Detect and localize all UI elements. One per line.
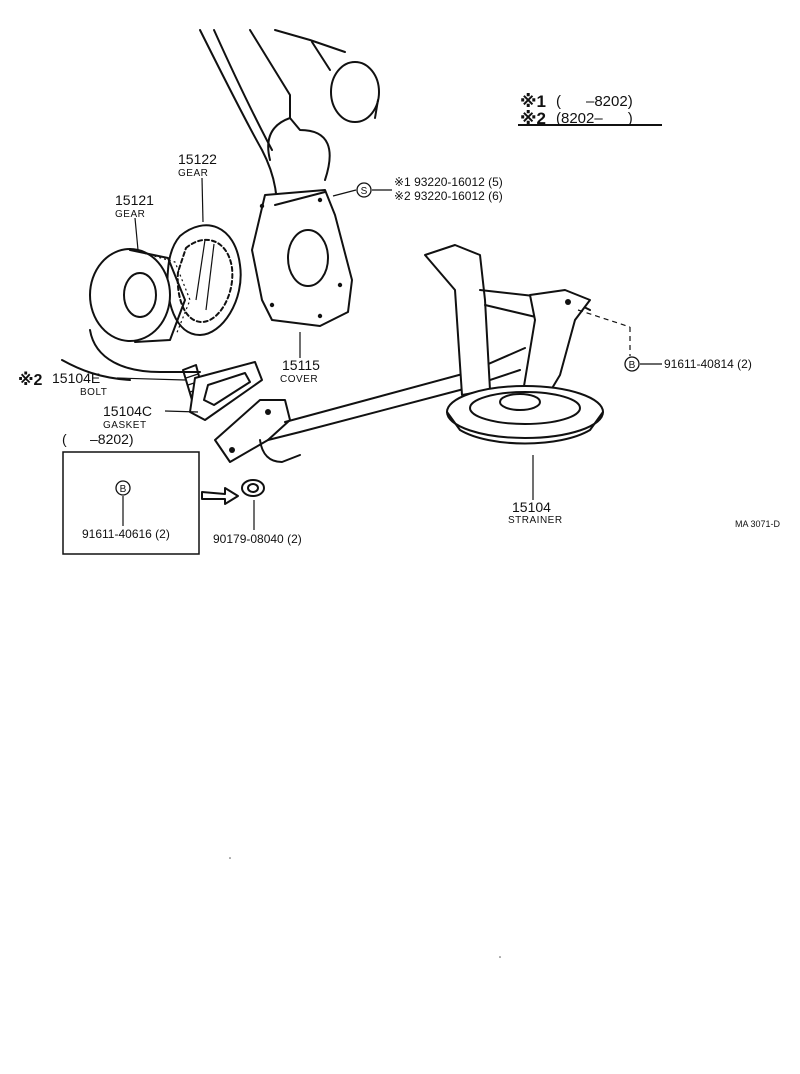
inset-circled-b-symbol: B [115,480,131,496]
legend-mark-2: ※2 [520,109,546,128]
label-bolt-name: BOLT [80,387,107,398]
strainer-15104 [214,244,604,463]
svg-text:S: S [361,186,368,197]
label-bolt-mark: ※2 [18,371,43,389]
label-inset-range: ( –8202) [62,431,134,447]
label-15121-number: 15121 [115,192,154,208]
label-15115-name: COVER [280,374,318,385]
circled-b-symbol: B [624,356,640,372]
label-15122-number: 15122 [178,151,217,167]
gear-15121 [89,248,191,343]
label-nut: 90179-08040 (2) [213,532,302,546]
label-15115-number: 15115 [282,357,320,373]
label-inset-part: 91611-40616 (2) [82,527,170,541]
label-screws-line2: ※2 93220-16012 (6) [394,189,503,203]
drawing-code: MA 3071-D [735,519,781,529]
label-strainer-number: 15104 [512,499,551,515]
gasket-15104c [189,361,263,421]
label-15122-name: GEAR [178,168,208,179]
label-strainer-name: STRAINER [508,515,563,526]
nut-90179-08040 [201,479,265,505]
cover-15115 [251,189,353,327]
label-bolt-number: 15104E [52,370,100,386]
legend-mark-1: ※1 [520,92,546,111]
legend-range-1: ( –8202) [556,93,633,110]
legend-range-2: (8202– ) [556,110,633,127]
label-screws-line1: ※1 93220-16012 (5) [394,175,503,189]
svg-text:B: B [629,360,636,371]
label-15121-name: GEAR [115,209,145,220]
label-gasket-number: 15104C [103,403,152,419]
svg-text:B: B [120,484,127,495]
leader-lines [116,124,662,530]
label-gasket-name: GASKET [103,420,147,431]
gear-15122 [166,224,242,336]
label-bolt-right: 91611-40814 (2) [664,357,752,371]
circled-s-symbol: S [356,182,372,198]
inset-box [62,451,200,555]
